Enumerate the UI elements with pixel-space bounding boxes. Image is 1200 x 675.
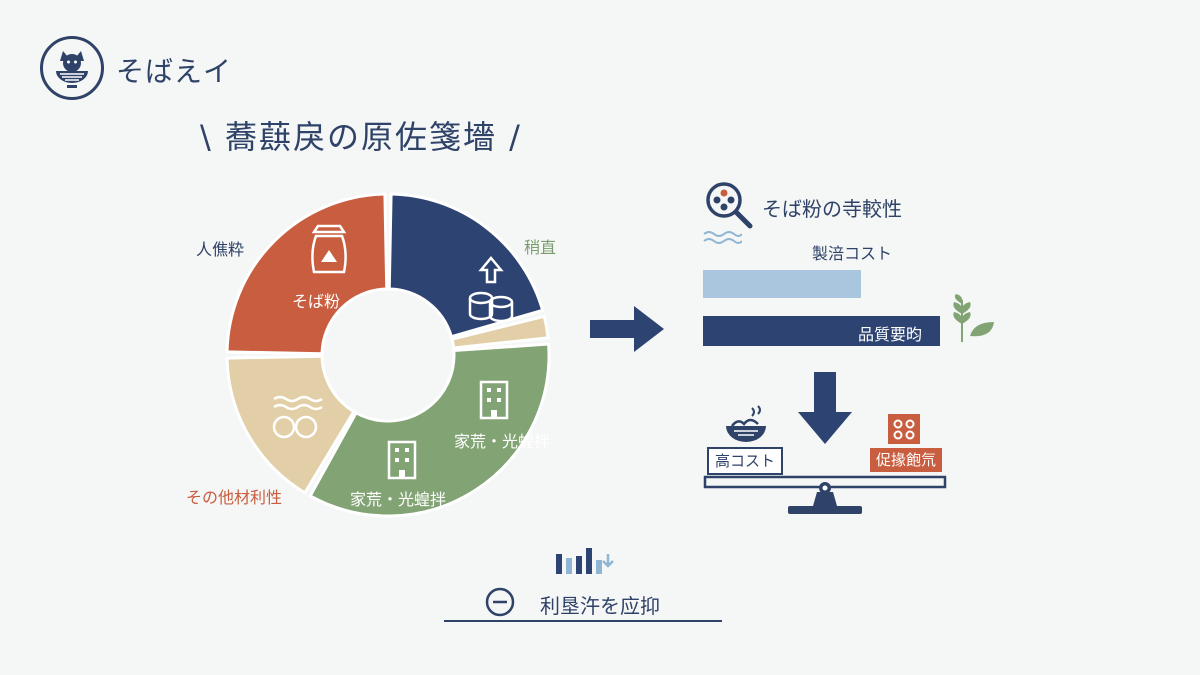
scale-icon [703, 475, 947, 514]
label-green-inner: 家荒・光蝗拌 [454, 432, 551, 451]
building-icon [387, 440, 417, 480]
logo [40, 36, 104, 100]
label-orange-outer: その他材利性 [186, 488, 283, 507]
donut-chart [225, 192, 551, 518]
label-navy-outer: 人僬粋 [196, 240, 245, 259]
bar-dark-label: 品質要昀 [858, 325, 923, 344]
bar-chart-icon [556, 548, 614, 574]
donut-segment-beige [225, 354, 356, 495]
tag-right: 促掾飽氘 [870, 448, 943, 472]
bar-quality [703, 316, 940, 346]
donut-segment-green [308, 342, 551, 518]
noodle-bowl-icon [726, 405, 766, 442]
cat-bowl-icon [56, 51, 88, 88]
arrow-down-icon [798, 372, 852, 444]
bar-production-cost [703, 270, 861, 298]
brand-name: そばえイ [116, 55, 233, 88]
waves-ring-icon [272, 395, 323, 439]
donut-segment-navy [387, 192, 545, 339]
flour-bag-icon [311, 224, 347, 274]
label-navy-inner: そば粉 [292, 292, 341, 311]
comparison-title: そば粉の寺較性 [762, 197, 902, 221]
page-title: \ 蕎蕻戾の原佐箋墻 / [200, 118, 522, 156]
bar-light-label: 製涪コスト [812, 244, 893, 263]
bottom-underline [444, 620, 722, 622]
label-green-outer: 稍直 [524, 238, 557, 257]
dots-box-icon [888, 414, 920, 444]
label-beige-inner: 家荒・光蝗拌 [350, 490, 447, 509]
arrow-right-icon [590, 306, 664, 352]
donut-segment-beige-small [450, 314, 550, 350]
leaf-icon [953, 294, 994, 342]
arrow-up-coins-icon [468, 256, 514, 323]
magnifier-icon [706, 182, 753, 229]
tag-high-cost: 高コスト [707, 447, 784, 475]
bottom-label: 利垦汻を应抑 [540, 594, 660, 618]
building-icon [479, 380, 509, 420]
donut-segment-orange [225, 192, 389, 356]
minus-circle-icon [485, 587, 515, 617]
waves-icon [703, 231, 742, 244]
